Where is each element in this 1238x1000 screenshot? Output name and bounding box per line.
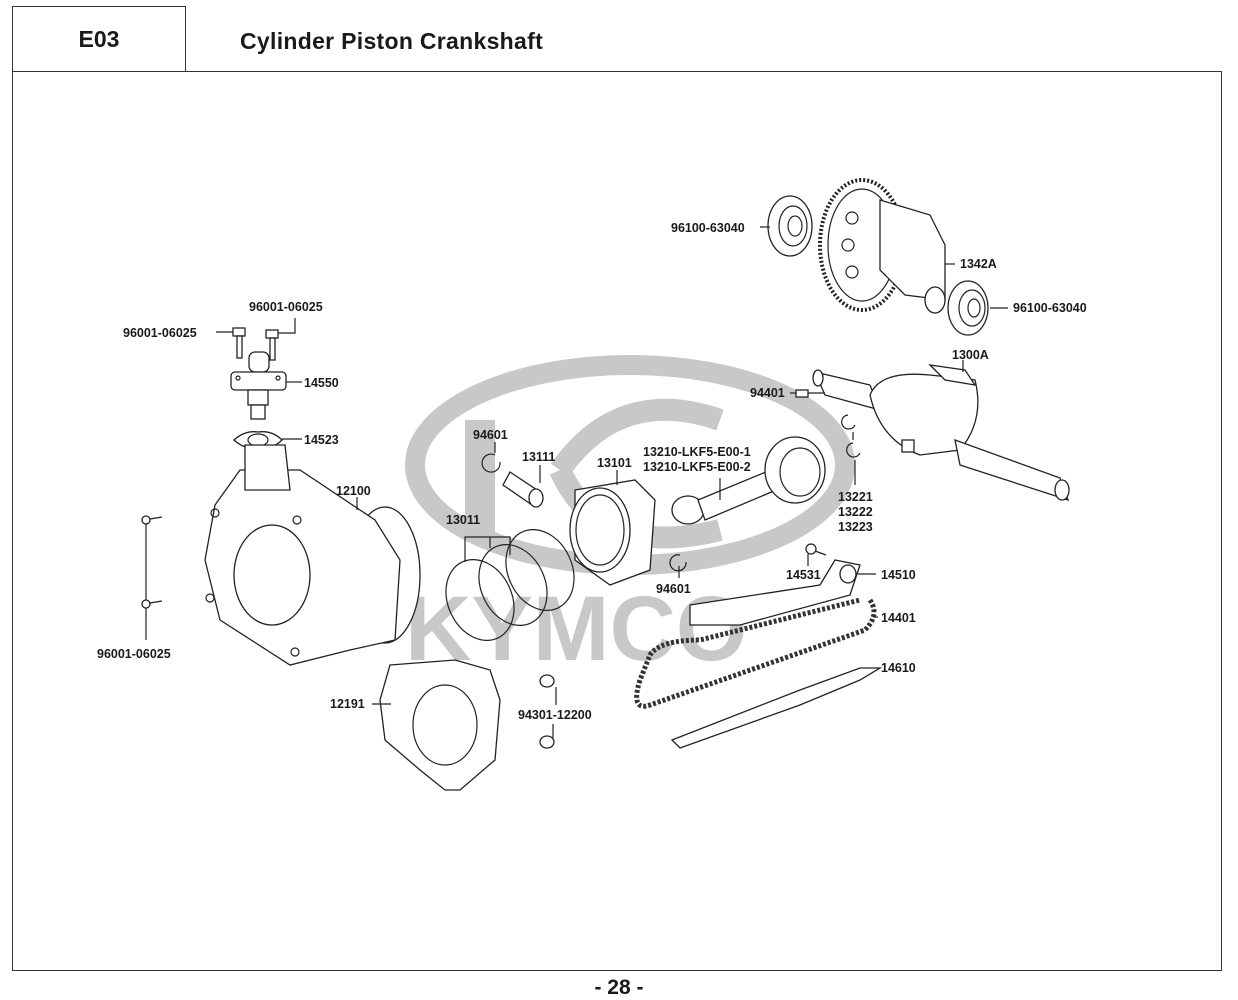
piston-icon: [569, 470, 656, 586]
cylinder-icon: [204, 444, 421, 666]
dowel-pin-icon: [539, 674, 557, 749]
part-label[interactable]: 1342A: [960, 257, 997, 271]
part-label[interactable]: 13101: [597, 456, 632, 470]
connecting-rod-icon: [671, 436, 826, 525]
part-label[interactable]: 94401: [750, 386, 785, 400]
part-label[interactable]: 13221: [838, 490, 873, 504]
chain-guide-icon: [670, 667, 883, 749]
part-label[interactable]: 13222: [838, 505, 873, 519]
bolt-icon: [805, 543, 827, 566]
cylinder-gasket-icon: [372, 659, 501, 791]
part-label[interactable]: 94301-12200: [518, 708, 592, 722]
kymco-watermark-logo: KYMCO: [405, 355, 855, 680]
bearing-icon: [947, 280, 1008, 336]
part-label[interactable]: 14531: [786, 568, 821, 582]
part-label[interactable]: 13011: [446, 513, 480, 527]
bolt-icon: [141, 515, 163, 640]
piston-pin-icon: [502, 465, 544, 508]
part-label[interactable]: 13210-LKF5-E00-2: [643, 460, 751, 474]
diagram-frame: [12, 71, 1222, 971]
circlip-icon: [669, 554, 687, 578]
part-label[interactable]: 96001-06025: [123, 326, 197, 340]
bearing-icon: [760, 195, 813, 257]
part-label[interactable]: 13210-LKF5-E00-1: [643, 445, 751, 459]
bearing-shell-icon: [841, 414, 861, 485]
part-label[interactable]: 1300A: [952, 348, 989, 362]
part-label[interactable]: 96001-06025: [249, 300, 323, 314]
part-label[interactable]: 14610: [881, 661, 916, 675]
page-number: - 28 -: [594, 976, 644, 999]
tensioner-arm-icon: [689, 559, 876, 626]
part-label[interactable]: 14401: [881, 611, 916, 625]
circlip-icon: [481, 442, 501, 473]
part-label[interactable]: 12191: [330, 697, 365, 711]
part-label[interactable]: 96100-63040: [1013, 301, 1087, 315]
balancer-gear-icon: [818, 178, 955, 314]
cam-chain-tensioner-icon: [230, 351, 302, 420]
part-label[interactable]: 14523: [304, 433, 339, 447]
part-label[interactable]: 13223: [838, 520, 873, 534]
part-label[interactable]: 96100-63040: [671, 221, 745, 235]
bolt-icon: [265, 318, 296, 361]
cam-chain-icon: [634, 597, 878, 709]
part-label[interactable]: 94601: [656, 582, 691, 596]
part-label[interactable]: 14510: [881, 568, 916, 582]
part-label[interactable]: 94601: [473, 428, 508, 442]
crankshaft-icon: [790, 360, 1070, 502]
section-code: E03: [12, 6, 186, 72]
part-label[interactable]: 13111: [522, 450, 555, 464]
part-label[interactable]: 12100: [336, 484, 371, 498]
bolt-icon: [216, 327, 246, 359]
page-title: Cylinder Piston Crankshaft: [240, 28, 544, 54]
part-label[interactable]: 14550: [304, 376, 339, 390]
part-label[interactable]: 96001-06025: [97, 647, 171, 661]
piston-rings-icon: [445, 529, 575, 641]
